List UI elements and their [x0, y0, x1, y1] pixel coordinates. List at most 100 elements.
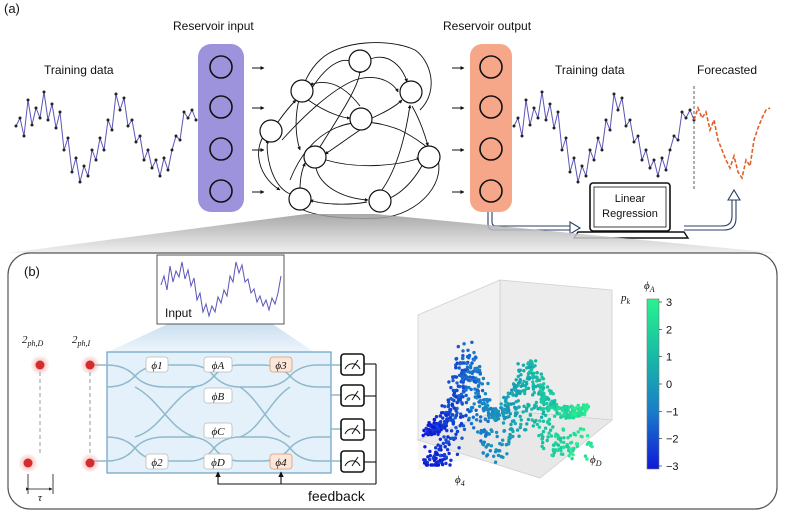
scatter-point: [466, 408, 470, 412]
reservoir-node: [303, 145, 327, 169]
scatter-point: [562, 440, 566, 445]
scatter-point: [571, 405, 575, 409]
phase-shifter-phiA: [203, 356, 233, 373]
scatter-point: [541, 407, 546, 411]
series-dot: [158, 174, 162, 178]
scatter-point: [539, 389, 543, 393]
phase-label-phiC: ϕC: [211, 426, 225, 438]
detector-icon: [340, 384, 365, 407]
scatter-point: [444, 461, 448, 466]
scatter-point: [477, 400, 481, 404]
scatter-point: [539, 372, 543, 376]
scatter-point: [530, 360, 534, 364]
series-dot: [186, 116, 190, 120]
scatter-point: [549, 434, 554, 438]
scatter-point: [482, 440, 486, 444]
scatter-point: [457, 446, 461, 450]
input-node-2: [209, 95, 233, 119]
scatter-point: [509, 422, 513, 427]
scatter-point: [519, 418, 523, 422]
scatter-point: [540, 375, 544, 380]
input-beam: [108, 323, 314, 352]
scatter-point: [435, 463, 440, 467]
scatter-point: [538, 383, 542, 387]
zoom-beam: [8, 214, 777, 253]
scatter-point: [475, 370, 480, 374]
scatter-point: [516, 374, 520, 379]
scatter-point: [441, 416, 445, 420]
scatter-point: [537, 433, 541, 438]
scatter-point: [535, 371, 539, 375]
scatter-point: [579, 434, 583, 438]
scatter-point: [456, 344, 460, 349]
scatter-point: [525, 422, 529, 426]
scatter-point: [564, 405, 568, 410]
scatter-point: [522, 379, 526, 383]
scatter-point: [421, 433, 425, 438]
feedback-label: feedback: [308, 488, 366, 504]
scatter-point: [565, 444, 569, 449]
scatter-point: [451, 378, 455, 383]
scatter-point: [455, 381, 459, 385]
scatter-point: [461, 380, 465, 384]
scatter-point: [455, 452, 460, 457]
scatter-point: [453, 436, 458, 440]
scatter-point: [552, 443, 556, 447]
phase-shifter-phiC: [203, 422, 233, 439]
colorbar-tick-label: 3: [666, 297, 672, 309]
reservoir-node: [348, 49, 372, 73]
scatter-point: [534, 384, 538, 389]
scatter-point: [546, 421, 550, 425]
scatter-point: [438, 437, 443, 441]
series-dot: [528, 123, 532, 127]
scatter-point: [508, 412, 513, 416]
scatter-point: [513, 421, 517, 426]
scatter-point: [436, 430, 440, 434]
scatter-point: [428, 449, 432, 454]
series-dot: [110, 128, 114, 132]
scatter-point: [506, 442, 511, 446]
scatter-point: [503, 403, 507, 407]
scatter-point: [511, 429, 515, 434]
series-dot: [26, 98, 30, 102]
scatter-point: [551, 449, 556, 453]
scatter-point: [492, 454, 496, 458]
scatter-point: [454, 408, 458, 413]
scatter-point: [554, 432, 558, 436]
detector-icon: [340, 353, 365, 376]
scatter-point: [512, 419, 516, 423]
series-dot: [644, 148, 648, 152]
scatter-point: [467, 416, 471, 420]
scatter-point: [440, 404, 444, 408]
output-node-1: [479, 55, 503, 79]
scatter-point: [445, 428, 449, 433]
scatter-point: [547, 431, 551, 435]
scatter-point: [503, 399, 508, 403]
phase-label-phi4: ϕ4: [275, 457, 287, 469]
laptop-text-line2: Regression: [602, 208, 658, 220]
series-dot: [86, 174, 90, 178]
series-dot: [544, 118, 548, 122]
scatter-point: [578, 427, 583, 431]
scatter-point: [446, 400, 451, 404]
scatter-point: [467, 353, 472, 358]
scatter-point: [423, 445, 427, 449]
series-dot: [54, 126, 58, 130]
scatter-point: [473, 366, 477, 371]
series-dot: [82, 164, 86, 168]
scatter-point: [559, 415, 563, 419]
series-dot: [576, 180, 580, 184]
scatter-point: [585, 442, 589, 446]
scatter-point: [498, 449, 502, 453]
scatter-point: [584, 409, 588, 413]
scatter-point: [469, 406, 474, 410]
reservoir-node: [290, 79, 314, 103]
series-dot: [94, 158, 98, 162]
scatter-point: [516, 383, 520, 387]
series-dot: [130, 118, 134, 122]
scatter-point: [532, 406, 536, 410]
series-dot: [532, 106, 536, 110]
scatter-point: [435, 451, 439, 456]
scatter-point: [518, 378, 522, 382]
